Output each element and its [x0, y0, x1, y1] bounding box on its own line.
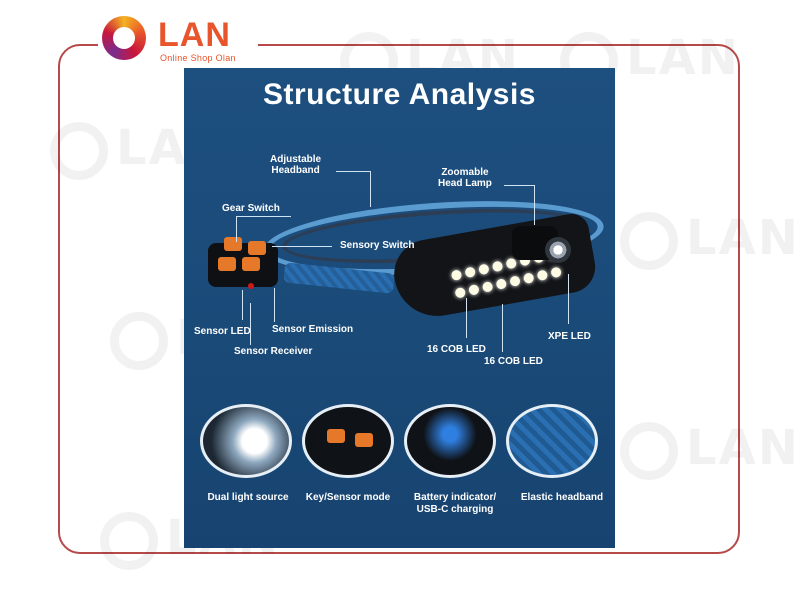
panel-title: Structure Analysis [263, 78, 536, 111]
label-sensor-led: Sensor LED [194, 326, 251, 337]
caption-battery-usb-c: Battery indicator/ USB-C charging [413, 492, 497, 515]
caption-key-sensor-mode: Key/Sensor mode [305, 492, 391, 503]
label-gear-switch: Gear Switch [222, 203, 280, 214]
label-sensor-receiver: Sensor Receiver [234, 346, 313, 357]
button-icon [242, 257, 260, 271]
label-zoomable-head-lamp: Zoomable Head Lamp [438, 167, 492, 189]
label-cob-led-2: 16 COB LED [484, 356, 543, 367]
watermark: LAN [620, 210, 800, 270]
label-xpe-led: XPE LED [548, 331, 591, 342]
brand-logo[interactable]: LAN Online Shop Olan [98, 12, 258, 66]
thumb-dual-light-source [200, 404, 292, 478]
watermark: LAN [620, 420, 800, 480]
label-sensory-switch: Sensory Switch [340, 240, 415, 251]
thumb-key-sensor-mode [302, 404, 394, 478]
thumb-battery-usb-c [404, 404, 496, 478]
label-adjustable-headband: Adjustable Headband [270, 154, 322, 176]
caption-elastic-headband: Elastic headband [520, 492, 604, 503]
sensor-led-icon [248, 283, 254, 289]
control-unit [208, 237, 278, 289]
sensor-switch-icon [248, 241, 266, 255]
button-icon [218, 257, 236, 271]
logo-tagline: Online Shop Olan [160, 53, 236, 63]
lamp-lens-icon [545, 237, 571, 263]
label-cob-led-1: 16 COB LED [427, 344, 486, 355]
logo-name: LAN [158, 16, 231, 54]
caption-dual-light-source: Dual light source [207, 492, 289, 503]
thumb-elastic-headband [506, 404, 598, 478]
product-image: Structure Analysis Adjustable Headband Z… [184, 68, 615, 548]
label-sensor-emission: Sensor Emission [272, 324, 354, 335]
logo-mark-icon [102, 16, 146, 60]
gear-switch-icon [224, 237, 242, 251]
content-frame [58, 44, 740, 554]
